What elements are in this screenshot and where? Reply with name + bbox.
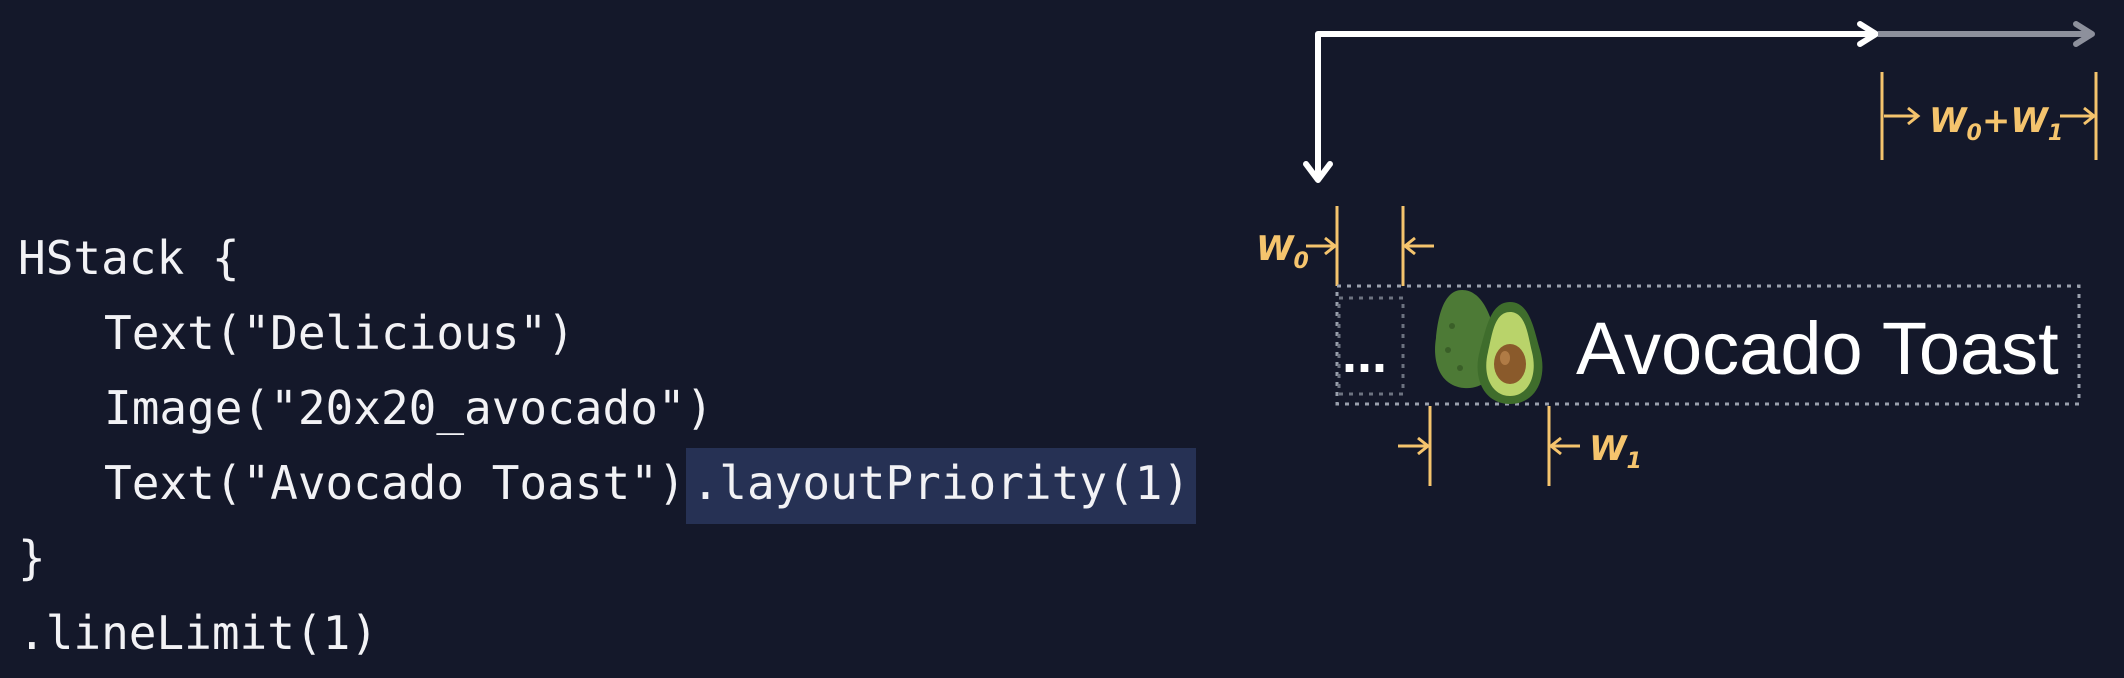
code-text-call: Text("Avocado Toast") — [104, 456, 686, 510]
proposal-arrowhead-down — [1303, 161, 1333, 183]
code-panel: HStack { Text("Delicious") Image("20x20_… — [18, 231, 1197, 660]
code-line-text-delicious: Text("Delicious") — [104, 306, 575, 360]
code-line-hstack: HStack { — [18, 231, 240, 285]
truncated-delicious-text: ... — [1342, 324, 1387, 384]
hstack-frame — [1335, 284, 2081, 406]
proposal-arrowhead-right — [1857, 21, 1879, 47]
w0-plus-w1-dimension — [1880, 72, 2098, 160]
w0-dimension — [1306, 206, 1434, 286]
w1-label: W1 — [1589, 429, 1642, 474]
code-line-linelimit: .lineLimit(1) — [18, 606, 379, 660]
delicious-text-frame — [1337, 296, 1405, 396]
avocado-toast-text: Avocado Toast — [1576, 307, 2059, 390]
remaining-width-arrowhead — [2073, 21, 2095, 47]
proposal-arrows — [1303, 21, 2095, 183]
avocado-icon — [1435, 290, 1543, 404]
w0-label: W0 — [1256, 229, 1309, 274]
layout-priority-highlight: .layoutPriority(1) — [685, 448, 1197, 524]
w1-dimension — [1398, 406, 1580, 486]
w0-plus-w1-label: W0+W1 — [1929, 101, 2063, 146]
code-line-close-brace: } — [18, 531, 46, 585]
proposal-path — [1315, 31, 1876, 176]
code-line-image-avocado: Image("20x20_avocado") — [104, 381, 714, 435]
code-line-text-avocado-toast: Text("Avocado Toast").layoutPriority(1) — [104, 448, 1197, 524]
